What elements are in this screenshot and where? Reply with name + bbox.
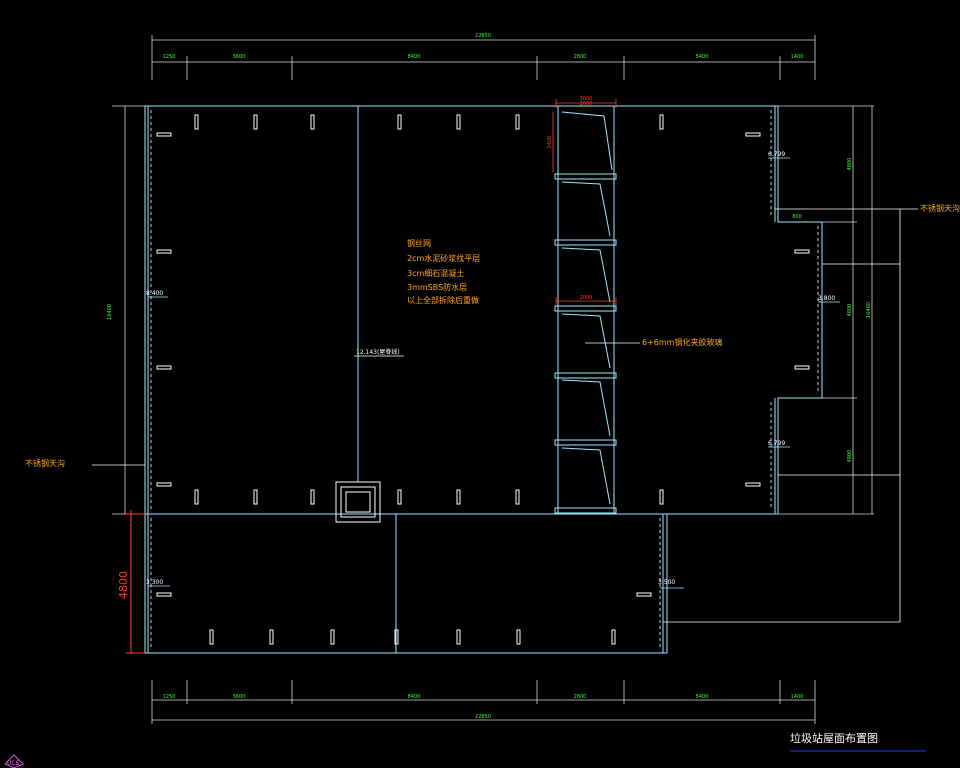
top-dimension-6: 1400: [791, 54, 804, 60]
right-outer-dimension: 16400: [866, 302, 872, 318]
drain-note-left: 不锈钢天沟: [25, 458, 65, 468]
right-step-dimension: 800: [792, 214, 802, 220]
skylight-side-dim: 2400: [547, 136, 553, 149]
roof-layer-2: 2cm水泥砂浆找平层: [407, 253, 480, 263]
leaders: [92, 208, 918, 623]
bottom-dimension-chain: [151, 680, 816, 724]
roof-layer-5: 以上全部拆除后重做: [407, 295, 479, 305]
right-dimensions: [778, 105, 874, 515]
skylight: [554, 106, 617, 514]
level-lower-left: 3.300: [146, 579, 163, 586]
skylight-dimensions: [552, 99, 617, 306]
bottom-dimension-2: 3600: [233, 694, 246, 700]
top-dimension-chain: [151, 35, 816, 80]
right-dimension-3: 4800: [847, 450, 853, 463]
top-dimension-4: 2800: [574, 54, 587, 60]
roof-hatch: [335, 481, 381, 523]
skylight-top-dim-2: 2000: [580, 101, 593, 107]
ucs-label: UCS: [7, 760, 20, 767]
level-lower-right: 3.500: [658, 579, 675, 586]
drawing-title: 垃圾站屋面布置图: [790, 731, 878, 745]
drain-markers: [156, 114, 810, 645]
ucs-icon: [4, 754, 24, 768]
right-dimension-2: 4800: [847, 304, 853, 317]
drain-note-right: 不锈钢天沟: [920, 203, 960, 213]
skylight-glass-note: 6+6mm钢化夹胶玻璃: [642, 337, 722, 347]
lower-height-text: 4800: [117, 571, 130, 599]
level-right-low: 6.799: [768, 440, 785, 447]
skylight-mid-dim: 2000: [580, 295, 593, 301]
level-upper-left: 8.400: [146, 290, 163, 297]
top-dimension-5: 5400: [696, 54, 709, 60]
top-dimension-1: 1250: [163, 54, 176, 60]
bottom-dimension-1: 1250: [163, 694, 176, 700]
skylight-top-dim-1: 3000: [580, 96, 593, 102]
roof-outline: [144, 105, 823, 654]
roof-layer-3: 3cm细石混凝土: [407, 268, 464, 278]
bottom-dimension-6: 1400: [791, 694, 804, 700]
top-dimension-3: 8400: [408, 54, 421, 60]
right-dimension-1: 4800: [847, 158, 853, 171]
left-total-dimension: 16400: [107, 304, 113, 320]
bottom-dimension-5: 5400: [696, 694, 709, 700]
top-total-dimension: 22850: [475, 33, 491, 39]
bottom-dimension-3: 8400: [408, 694, 421, 700]
top-dimension-2: 3600: [233, 54, 246, 60]
level-right-mid: 3.800: [818, 295, 835, 302]
level-right-top: 6.799: [768, 151, 785, 158]
gutter-dashed-lines: [150, 110, 819, 650]
level-lines: [148, 157, 840, 589]
left-dimension: [112, 105, 146, 515]
lower-height-dimension: [126, 510, 145, 654]
level-ridge: 12.143(屋脊线): [356, 348, 400, 356]
bottom-total-dimension: 22850: [475, 714, 491, 720]
bottom-dimension-4: 2800: [574, 694, 587, 700]
roof-layer-1: 钢丝网: [407, 238, 431, 248]
roof-layer-4: 3mmSBS防水层: [407, 282, 467, 292]
